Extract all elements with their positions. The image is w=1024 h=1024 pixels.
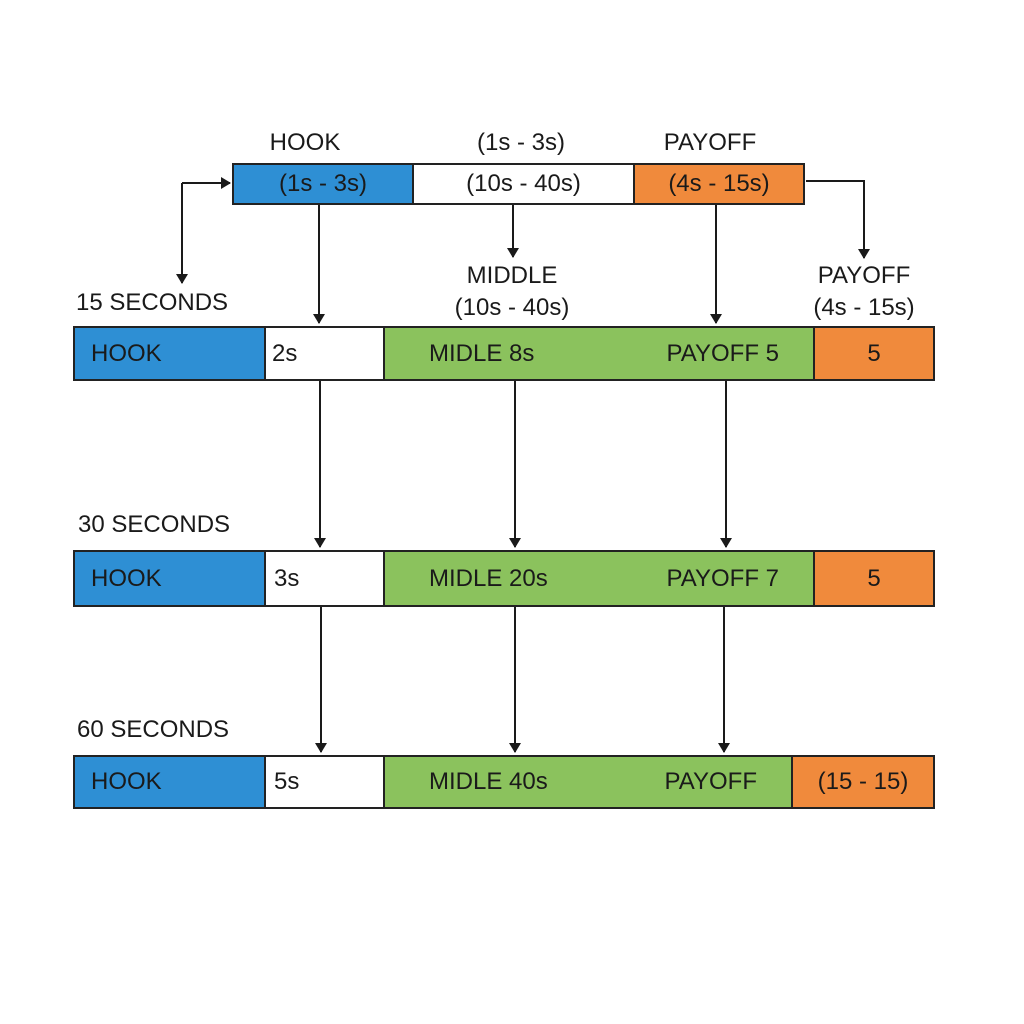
payoff-callout-title: PAYOFF — [817, 262, 911, 289]
middle-callout-range: (10s - 40s) — [454, 294, 570, 321]
row-60-middle-payoff: MIDLE 40s PAYOFF — [383, 757, 791, 807]
row-30-middle-payoff: MIDLE 20s PAYOFF 7 — [383, 552, 813, 605]
row-60-hook: HOOK — [75, 757, 264, 807]
row-15-middle-payoff: MIDLE 8s PAYOFF 5 — [383, 328, 813, 379]
row-60-payoff: PAYOFF — [664, 768, 757, 795]
header-hook-label: HOOK — [269, 129, 341, 156]
row-60-end: (15 - 15) — [791, 757, 933, 807]
header-payoff-label: PAYOFF — [663, 129, 757, 156]
header-payoff-segment: (4s - 15s) — [633, 165, 803, 203]
header-bar: (1s - 3s) (10s - 40s) (4s - 15s) — [232, 163, 805, 205]
arrow-payoff-to-callout — [806, 180, 870, 259]
payoff-callout-range: (4s - 15s) — [813, 294, 915, 321]
row-30-payoff: PAYOFF 7 — [666, 564, 779, 592]
row-60-middle: MIDLE 40s — [429, 768, 548, 795]
row-60-title: 60 SECONDS — [77, 716, 230, 743]
header-hook-segment: (1s - 3s) — [234, 165, 412, 203]
header-middle-segment: (10s - 40s) — [412, 165, 633, 203]
row-30-title: 30 SECONDS — [78, 511, 231, 538]
row-15-bar: HOOK 2s MIDLE 8s PAYOFF 5 5 — [73, 326, 935, 381]
row-15-payoff: PAYOFF 5 — [666, 339, 779, 367]
row-15-hook-time: 2s — [264, 328, 383, 379]
row-30-middle: MIDLE 20s — [429, 564, 548, 592]
row-30-end: 5 — [813, 552, 933, 605]
row-60-bar: HOOK 5s MIDLE 40s PAYOFF (15 - 15) — [73, 755, 935, 809]
row-30-hook-time: 3s — [264, 552, 383, 605]
row-15-title: 15 SECONDS — [76, 289, 229, 316]
row-15-middle: MIDLE 8s — [429, 339, 535, 367]
row-30-bar: HOOK 3s MIDLE 20s PAYOFF 7 5 — [73, 550, 935, 607]
row-60-hook-time: 5s — [264, 757, 383, 807]
row-15-end: 5 — [813, 328, 933, 379]
middle-callout-title: MIDDLE — [466, 262, 558, 289]
row-30-hook: HOOK — [75, 552, 264, 605]
row-15-hook: HOOK — [75, 328, 264, 379]
header-middle-range-label: (1s - 3s) — [476, 129, 566, 156]
